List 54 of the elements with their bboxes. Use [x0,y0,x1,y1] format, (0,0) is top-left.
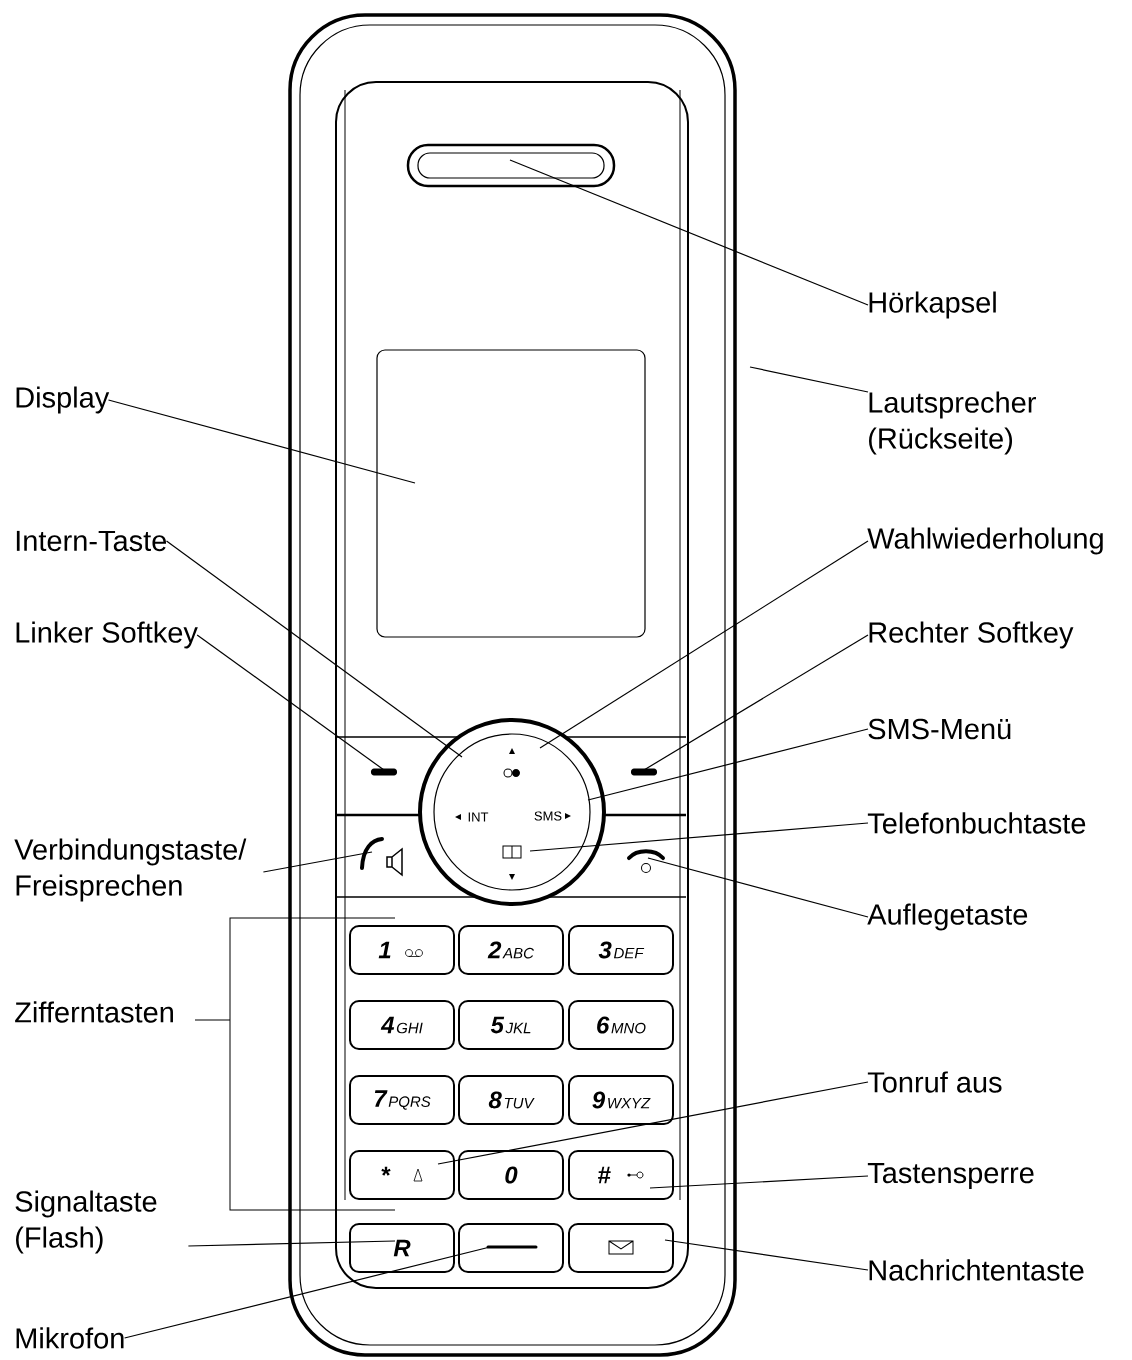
callout-label: Display [16,386,110,414]
callout-label: Lautsprecher (Rückseite) [869,391,1036,455]
leader-line [196,634,385,771]
callout-label: Intern-Taste [16,530,167,552]
display-screen [376,349,646,638]
key-button: R [349,1223,455,1273]
leader-line [647,857,869,918]
callout-label: Signaltaste (Flash) [15,1190,157,1254]
leader-line [664,1239,869,1271]
leader-line [749,366,869,393]
leader-line [509,159,869,306]
callout-label: Linker Softkey [16,621,198,649]
softkey [631,768,657,776]
leader-line [587,728,869,801]
leader-line [539,540,869,749]
leader-line [107,399,416,484]
leader-line [437,1081,869,1165]
leader-line [643,634,869,771]
callout-label: Wahlwiederholung [867,527,1103,555]
key-button: 8TUV [458,1075,564,1125]
key-button: 6MNO [568,1000,674,1050]
softkey [371,768,397,776]
key-button: 1 [349,925,455,975]
callout-label: Nachrichtentaste [869,1259,1084,1281]
hang-up-key [627,849,665,873]
key-button: 3DEF [568,925,674,975]
key-button [458,1223,564,1273]
callout-label: Verbindungstaste/ Freisprechen [14,838,247,902]
key-button: 9WXYZ [568,1075,674,1125]
key-button: 5JKL [458,1000,564,1050]
key-button: # [568,1150,674,1200]
key-button: 0 [458,1150,564,1200]
callout-label: Hörkapsel [869,291,996,319]
callout-label: Tonruf aus [867,1071,1002,1093]
key-button [568,1223,674,1273]
callout-label: Auflegetaste [867,903,1028,931]
leader-line [649,1175,869,1189]
call-key [360,837,403,877]
leader-line [165,540,463,758]
callout-label: Rechter Softkey [869,621,1074,649]
key-button: 4GHI [349,1000,455,1050]
leader-line [187,1240,396,1247]
key-button: 2ABC [458,925,564,975]
callout-label: Tastensperre [867,1163,1034,1189]
callout-label: Telefonbuchtaste [867,812,1086,834]
leader-line [529,822,869,852]
leader-line [124,1246,491,1339]
callout-label: Zifferntasten [15,1001,173,1023]
navigation-ring: INT SMS [418,718,606,906]
callout-label: SMS-Menü [868,718,1011,740]
earpiece [406,143,616,188]
key-button: * [349,1150,455,1200]
leader-line [262,851,373,873]
callout-label: Mikrofon [16,1327,124,1349]
